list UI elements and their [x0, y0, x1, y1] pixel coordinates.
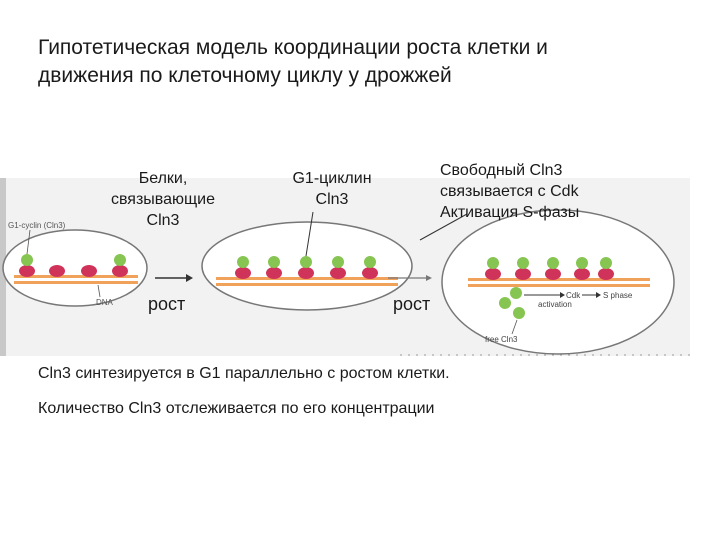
label-binding-proteins: Белки, связывающие Cln3 [110, 170, 216, 229]
label-growth-2: рост [393, 294, 431, 314]
cell-3 [441, 209, 675, 355]
label-g1-cyclin: G1-циклин Cln3 [292, 170, 372, 208]
free-cln3-label: free Cln3 [485, 335, 518, 344]
cell-3-proteins [485, 257, 614, 280]
arrow-1-head [186, 274, 193, 282]
dna-strand-2b [216, 283, 398, 286]
free-cln3-molecules [499, 287, 525, 319]
title-line-2: движения по клеточному циклу у дрожжей [38, 64, 452, 87]
dna-tag: DNA [96, 298, 114, 307]
dna-strand-1b [14, 281, 138, 284]
cell-1-proteins [19, 254, 128, 277]
cdk-label: Cdk [566, 291, 581, 300]
cell-2-proteins [235, 256, 378, 279]
arrow-2-head [426, 275, 432, 281]
label-growth-1: рост [148, 294, 186, 314]
s-phase-label: S phase [603, 291, 633, 300]
cell-cycle-figure: G1-cyclin (Cln3) DNA [0, 178, 690, 356]
slide-title: Гипотетическая модель координации роста … [38, 34, 698, 90]
free-cln3-pointer [511, 319, 518, 335]
title-line-1: Гипотетическая модель координации роста … [38, 36, 548, 59]
g1-cyclin-tag: G1-cyclin (Cln3) [8, 221, 66, 230]
g1-cyclin-callout [305, 211, 314, 257]
dna-pointer [97, 284, 101, 298]
dna-strand-3a [468, 278, 650, 281]
note-line-1: Cln3 синтезируется в G1 параллельно с ро… [38, 365, 450, 382]
cell-1 [2, 229, 148, 307]
label-free-cln3: Свободный Cln3 связывается с Cdk Активац… [440, 162, 580, 221]
note-line-2: Количество Cln3 отслеживается по его кон… [38, 400, 435, 417]
g1-cyclin-pointer [26, 229, 31, 255]
dna-strand-1a [14, 275, 138, 278]
activation-label: activation [538, 300, 572, 309]
dna-strand-3b [468, 284, 650, 287]
free-cln3-callout [419, 213, 468, 241]
